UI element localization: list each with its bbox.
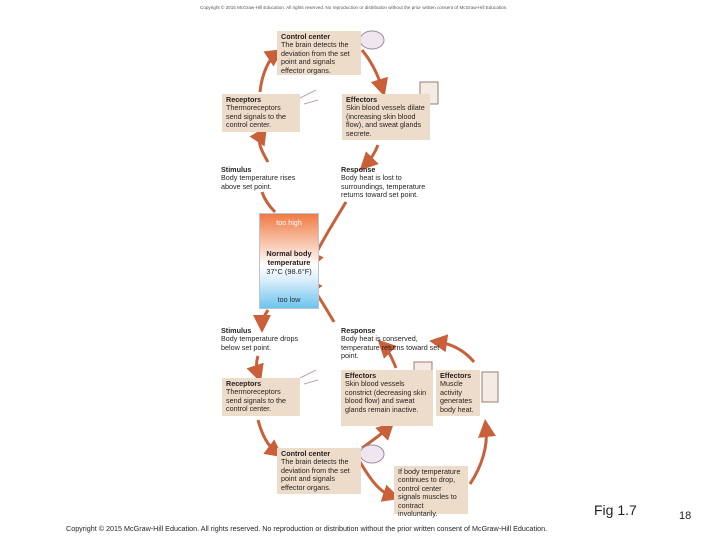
figure-label: Fig 1.7 <box>594 502 637 518</box>
lower-stimulus: Stimulus Body temperature drops below se… <box>221 326 311 352</box>
nerve-icon <box>299 89 319 385</box>
lower-response: Response Body heat is conserved, tempera… <box>341 326 441 361</box>
too-low-label: too low <box>277 295 301 304</box>
lower-stimulus-title: Stimulus <box>221 326 252 335</box>
lower-effectors-muscle-title: Effectors <box>440 371 472 380</box>
upper-control-center-box: Control center The brain detects the dev… <box>277 31 361 75</box>
arrow-thermo-to-stimulus-down <box>253 309 272 333</box>
arrow-muscle-to-response <box>429 334 476 363</box>
normal-temperature-title: Normal body temperature <box>266 249 312 267</box>
upper-stimulus-title: Stimulus <box>221 165 252 174</box>
lower-effectors-vessels-box: Effectors Skin blood vessels constrict (… <box>341 370 433 426</box>
upper-control-center-title: Control center <box>281 32 331 41</box>
lower-response-text: Body heat is conserved, temperature retu… <box>341 334 440 361</box>
upper-response: Response Body heat is lost to surroundin… <box>341 165 441 200</box>
arrow-receptors-to-control-lower <box>256 419 284 458</box>
upper-stimulus-text: Body temperature rises above set point. <box>221 173 296 191</box>
arrow-stimulus-to-receptors <box>249 126 270 163</box>
lower-receptors-box: Receptors Thermoreceptors send signals t… <box>222 378 300 416</box>
lower-effectors-muscle-text: Muscle activity generates body heat. <box>440 379 474 414</box>
temperature-gauge: too high Normal body temperature 37°C (9… <box>259 213 319 309</box>
arrow-effectors-to-response-lower <box>377 339 398 369</box>
too-high-label: too high <box>276 218 302 227</box>
copyright-footer: Copyright © 2015 McGraw-Hill Education. … <box>66 524 548 533</box>
arrow-control-to-effectors-lower <box>361 421 395 450</box>
upper-effectors-box: Effectors Skin blood vessels dilate (inc… <box>342 94 430 140</box>
lower-response-title: Response <box>341 326 376 335</box>
page-number: 18 <box>679 510 692 522</box>
lower-effectors-vessels-title: Effectors <box>345 371 377 380</box>
upper-control-center-text: The brain detects the deviation from the… <box>281 40 350 75</box>
shivering-note-text: If body temperature continues to drop, c… <box>398 467 461 519</box>
arrow-shiver-to-muscle <box>468 419 496 485</box>
lower-control-center-title: Control center <box>281 449 331 458</box>
lower-control-center-text: The brain detects the deviation from the… <box>281 457 350 492</box>
upper-response-title: Response <box>341 165 376 174</box>
lower-effectors-vessels-text: Skin blood vessels constrict (decreasing… <box>345 379 427 414</box>
top-copyright: Copyright © 2015 McGraw-Hill Education. … <box>200 5 508 10</box>
upper-receptors-box: Receptors Thermoreceptors send signals t… <box>222 94 300 132</box>
lower-receptors-title: Receptors <box>226 379 262 388</box>
arrow-thermo-to-stimulus-up <box>260 191 277 214</box>
normal-temperature-value: 37°C (98.6°F) <box>266 267 312 276</box>
lower-effectors-muscle-box: Effectors Muscle activity generates body… <box>436 370 480 416</box>
upper-receptors-title: Receptors <box>226 95 262 104</box>
arrow-stimulus-to-receptors-lower <box>246 355 264 383</box>
lower-control-center-box: Control center The brain detects the dev… <box>277 448 361 494</box>
lower-stimulus-text: Body temperature drops below set point. <box>221 334 299 352</box>
arrow-effectors-to-response <box>359 144 380 171</box>
upper-stimulus: Stimulus Body temperature rises above se… <box>221 165 311 191</box>
shivering-note-box: If body temperature continues to drop, c… <box>394 466 468 518</box>
arrow-control-to-shiver <box>358 461 401 502</box>
arrow-receptors-to-control <box>258 49 284 93</box>
upper-response-text: Body heat is lost to surroundings, tempe… <box>341 173 426 200</box>
upper-effectors-title: Effectors <box>346 95 378 104</box>
lower-receptors-text: Thermoreceptors send signals to the cont… <box>226 387 286 414</box>
upper-effectors-text: Skin blood vessels dilate (increasing sk… <box>346 103 425 138</box>
upper-receptors-text: Thermoreceptors send signals to the cont… <box>226 103 286 130</box>
arrow-control-to-effectors <box>360 49 388 97</box>
